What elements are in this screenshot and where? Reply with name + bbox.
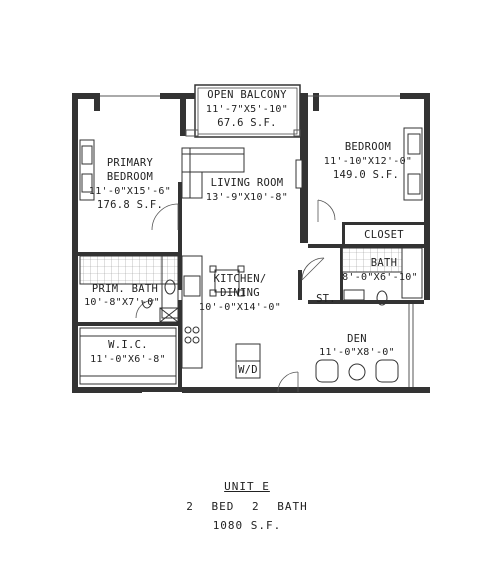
bedroom-dims: 11'-10"X12'-0" — [324, 156, 413, 167]
wic-name: W.I.C. — [108, 339, 148, 351]
washer-dryer-label: W/D — [238, 364, 258, 376]
bedroom-name: BEDROOM — [345, 141, 391, 153]
bath-name: BATH — [371, 257, 398, 269]
primary-bedroom-name-2: BEDROOM — [107, 171, 153, 183]
den-name: DEN — [347, 333, 367, 345]
balcony-area: 67.6 S.F. — [217, 117, 277, 129]
balcony-name: OPEN BALCONY — [207, 89, 287, 101]
prim-bath-name: PRIM. BATH — [92, 283, 158, 295]
sofa-icon — [181, 147, 245, 199]
living-room-name: LIVING ROOM — [211, 177, 284, 189]
kitchen-name-2: DINING — [220, 287, 260, 299]
door-swings — [135, 199, 336, 393]
prim-bath-dims: 10'-8"X7'-0" — [84, 297, 160, 308]
wic-dims: 11'-0"X6'-8" — [90, 354, 166, 365]
washer-dryer-icon — [235, 343, 261, 379]
exterior-walls — [72, 93, 430, 393]
unit-title: UNIT E — [224, 480, 270, 493]
prim-bath-fixtures — [79, 255, 179, 323]
primary-bedroom-name-1: PRIMARY — [107, 157, 154, 169]
interior-walls — [78, 182, 424, 387]
storage-name: ST. — [316, 293, 336, 305]
bath-dims: 8'-0"X6'-10" — [342, 272, 418, 283]
kitchen-name-1: KITCHEN/ — [214, 273, 267, 285]
balcony-dims: 11'-7"X5'-10" — [206, 104, 288, 115]
bed-icon — [79, 139, 95, 201]
wic-shelving — [79, 327, 177, 385]
floor-plan: OPEN BALCONY 11'-7"X5'-10" 67.6 S.F. PRI… — [72, 84, 430, 393]
den-dims: 11'-0"X8'-0" — [319, 347, 395, 358]
primary-bedroom-area: 176.8 S.F. — [97, 199, 163, 211]
den-chairs-icon — [315, 359, 399, 383]
windows — [100, 95, 414, 387]
unit-beds-baths: 2 BED 2 BATH — [186, 500, 308, 513]
kitchen-counter-icon — [181, 255, 203, 369]
unit-area: 1080 S.F. — [212, 519, 282, 532]
closet-name: CLOSET — [364, 229, 404, 241]
dining-table-icon — [209, 265, 245, 297]
bedroom-area: 149.0 S.F. — [333, 169, 399, 181]
primary-bedroom-dims: 11'-0"X15'-6" — [89, 186, 171, 197]
bath-fixtures — [341, 247, 423, 306]
tv-icon — [295, 159, 303, 189]
bedroom-bed-icon — [403, 127, 423, 201]
kitchen-dims: 10'-0"X14'-0" — [199, 302, 281, 313]
living-room-dims: 13'-9"X10'-8" — [206, 192, 288, 203]
